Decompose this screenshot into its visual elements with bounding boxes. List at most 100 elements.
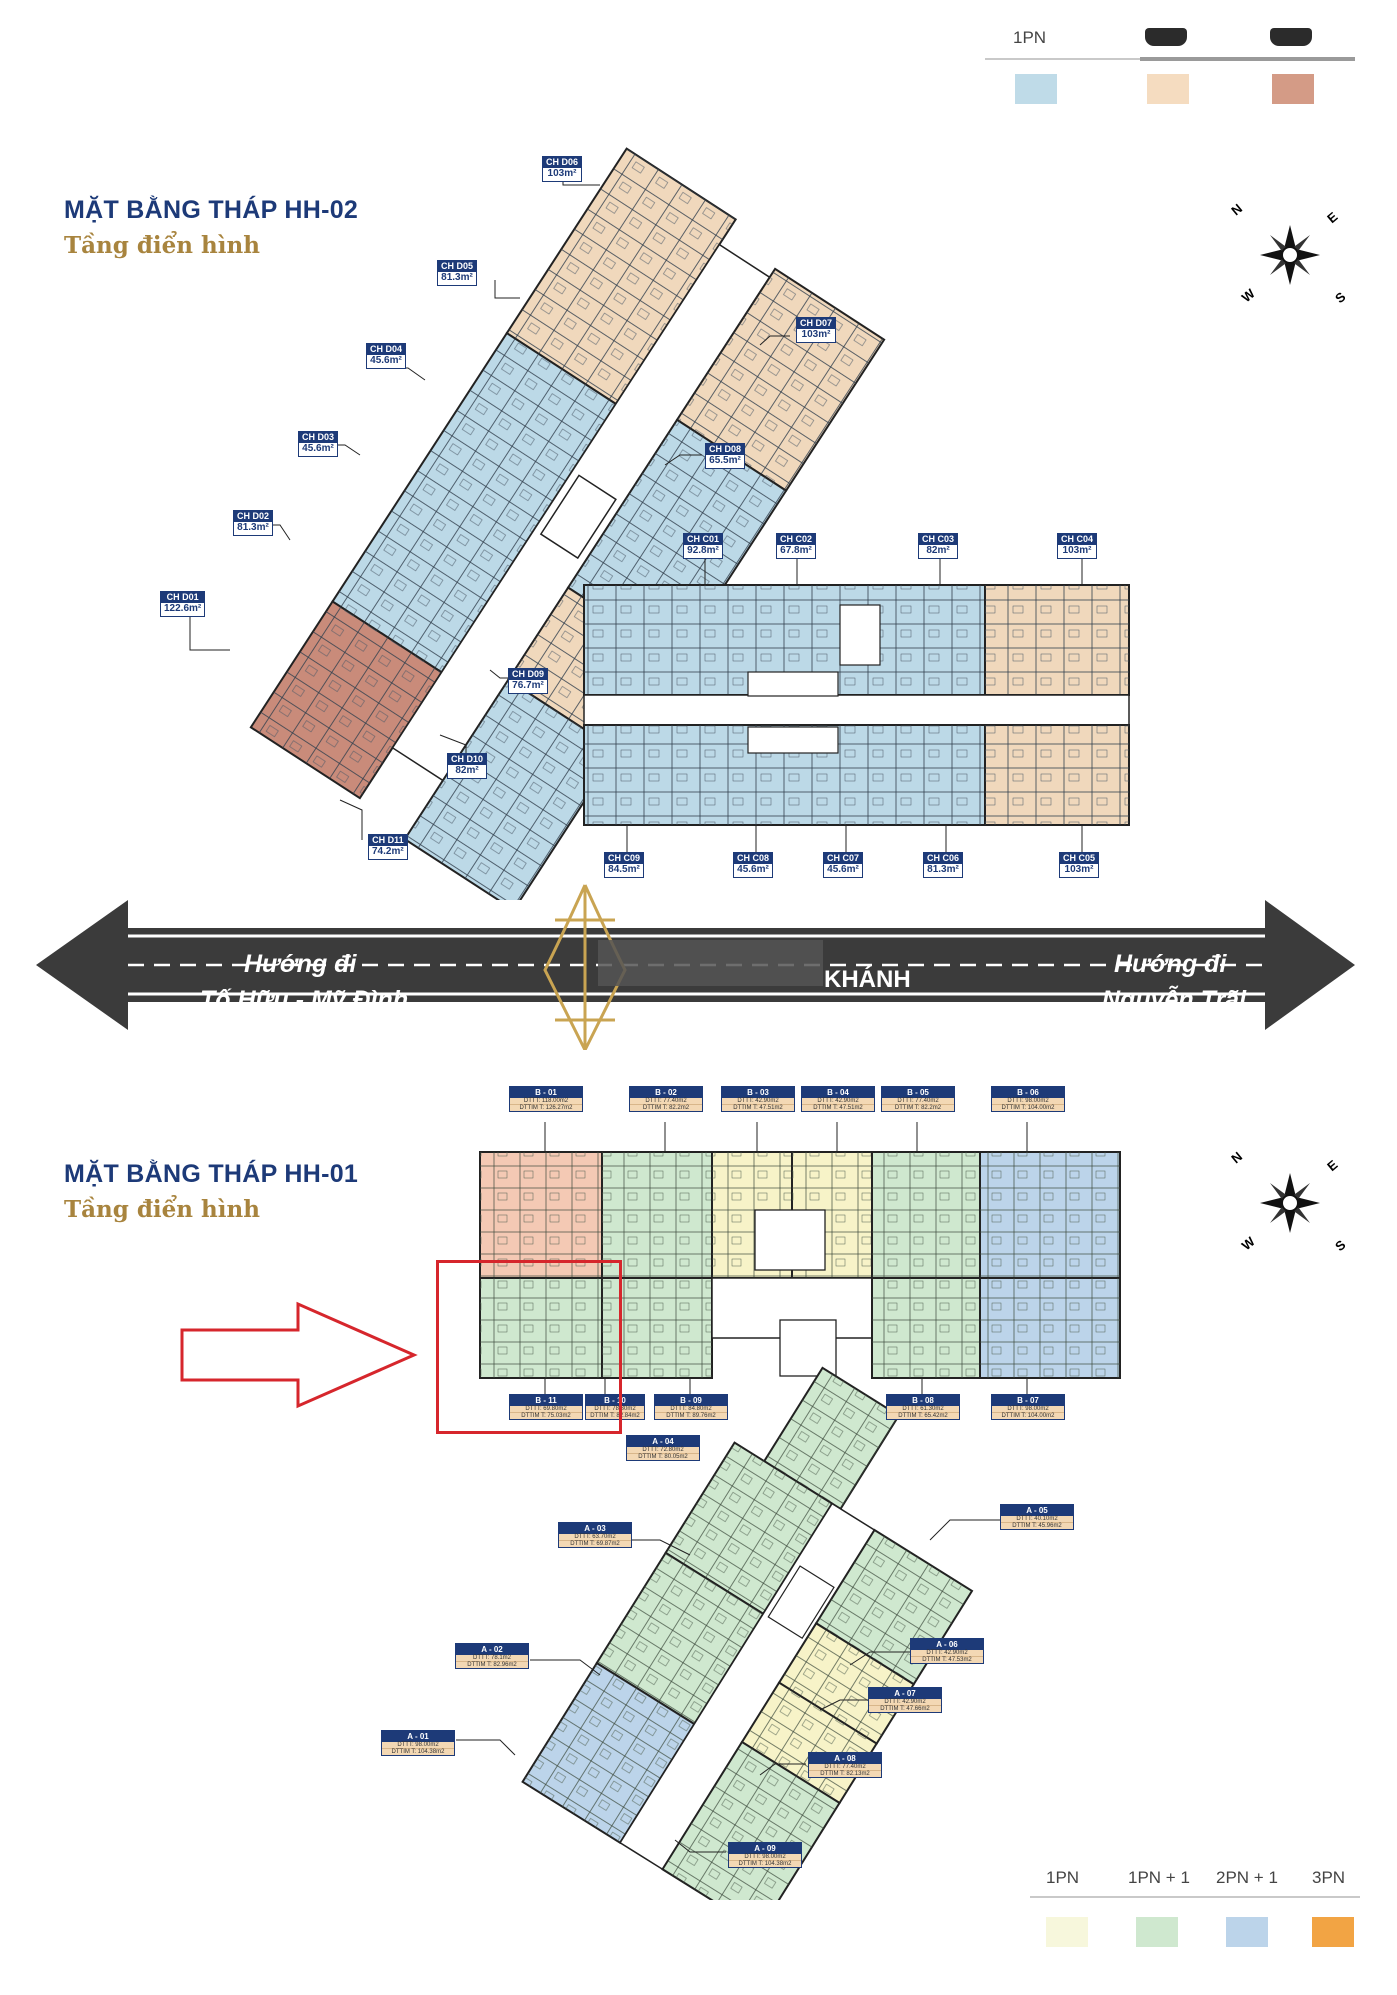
unit-code: CH D07 bbox=[797, 318, 836, 330]
legend-swatch-1pn bbox=[1015, 74, 1057, 104]
unit-dttt: DTTT: 77.40m2 bbox=[630, 1098, 702, 1105]
unit-area: 45.6m² bbox=[370, 355, 402, 367]
unit-dttimt: DTTIM T: 45.96m2 bbox=[1012, 1523, 1062, 1529]
road-center-name: KHÁNH bbox=[824, 966, 911, 993]
unit-dttimt: DTTIM T: 104.00m2 bbox=[1001, 1413, 1055, 1419]
unit-area: 81.3m² bbox=[237, 522, 269, 534]
unit-code: CH D02 bbox=[234, 511, 273, 523]
legend-rule bbox=[1030, 1896, 1360, 1898]
unit-area: 45.6m² bbox=[827, 864, 859, 876]
unit-code: B - 02 bbox=[630, 1087, 702, 1098]
legend-swatch-rose bbox=[1272, 74, 1314, 104]
legend-swatch-3pn bbox=[1312, 1917, 1354, 1947]
unit-code: A - 03 bbox=[559, 1523, 631, 1534]
legend-label-1pn: 1PN bbox=[1013, 28, 1047, 47]
unit-dttt: DTTT: 98.00m2 bbox=[992, 1098, 1064, 1105]
unit-dttimt: DTTIM T: 89.76m2 bbox=[666, 1413, 716, 1419]
unit-dttt: DTTT: 98.00m2 bbox=[992, 1406, 1064, 1413]
unit-dttt: DTTT: 98.00m2 bbox=[382, 1742, 454, 1749]
unit-code: CH C02 bbox=[777, 534, 816, 546]
unit-area: 122.6m² bbox=[164, 603, 202, 615]
hh02-leader-lines bbox=[189, 168, 1083, 852]
unit-code: CH C09 bbox=[605, 853, 644, 865]
unit-code: CH C01 bbox=[684, 534, 723, 546]
unit-area: 84.5m² bbox=[608, 864, 640, 876]
hh02-subtitle: Tầng điển hình bbox=[64, 232, 260, 259]
unit-dttt: DTTT: 98.00m2 bbox=[729, 1854, 801, 1861]
unit-code: B - 01 bbox=[510, 1087, 582, 1098]
unit-area: 81.3m² bbox=[927, 864, 959, 876]
unit-code: B - 03 bbox=[722, 1087, 794, 1098]
unit-code: B - 07 bbox=[992, 1395, 1064, 1406]
legend-label-1pn-plus-1: 1PN + 1 bbox=[1128, 1868, 1190, 1887]
bottom-legend: 1PN 1PN + 1 2PN + 1 3PN bbox=[1030, 1862, 1360, 1962]
unit-code: CH D11 bbox=[369, 835, 407, 847]
unit-dttimt: DTTIM T: 47.66m2 bbox=[880, 1706, 930, 1712]
unit-code: A - 09 bbox=[729, 1843, 801, 1854]
unit-dttt: DTTT: 42.90m2 bbox=[911, 1650, 983, 1657]
unit-dttimt: DTTIM T: 47.51m2 bbox=[733, 1105, 783, 1111]
unit-dttimt: DTTIM T: 82.2m2 bbox=[642, 1105, 690, 1111]
road-arrow bbox=[36, 884, 1355, 1050]
hh01-b-block bbox=[479, 1151, 1121, 1379]
unit-code: A - 08 bbox=[809, 1753, 881, 1764]
unit-code: B - 08 bbox=[887, 1395, 959, 1406]
unit-dttimt: DTTIM T: 47.51m2 bbox=[813, 1105, 863, 1111]
legend-label-1pn: 1PN bbox=[1046, 1868, 1080, 1887]
unit-area: 81.3m² bbox=[441, 272, 473, 284]
unit-dttt: DTTT: 40.10m2 bbox=[1001, 1516, 1073, 1523]
unit-code: CH C08 bbox=[734, 853, 773, 865]
compass-rose-icon: N E W S bbox=[1220, 1148, 1360, 1258]
hh01-floor-plan bbox=[456, 1122, 1121, 1900]
unit-area: 82m² bbox=[455, 765, 479, 777]
unit-area: 103m² bbox=[1062, 545, 1092, 557]
unit-code: CH C03 bbox=[919, 534, 958, 546]
road-left-direction-line2: Tố Hữu - Mỹ Đình bbox=[200, 986, 409, 1014]
unit-dttt: DTTT: 42.90m2 bbox=[802, 1098, 874, 1105]
unit-dttimt: DTTIM T: 80.05m2 bbox=[638, 1454, 688, 1460]
unit-code: B - 04 bbox=[802, 1087, 874, 1098]
road-left-direction-line1: Hướng đi bbox=[244, 950, 357, 978]
unit-dttt: DTTT: 118.00m2 bbox=[510, 1098, 582, 1105]
unit-code: B - 06 bbox=[992, 1087, 1064, 1098]
highlight-box bbox=[436, 1260, 622, 1434]
unit-dttimt: DTTIM T: 104.38m2 bbox=[391, 1749, 445, 1755]
unit-code: A - 04 bbox=[627, 1436, 699, 1447]
unit-area: 82m² bbox=[926, 545, 950, 557]
unit-dttimt: DTTIM T: 82.84m2 bbox=[590, 1413, 640, 1419]
legend-swatch-1pn bbox=[1046, 1917, 1088, 1947]
unit-dttimt: DTTIM T: 126.27m2 bbox=[519, 1105, 573, 1111]
legend-label-3pn: 3PN bbox=[1312, 1868, 1346, 1887]
legend-rule-accent bbox=[1140, 57, 1355, 61]
unit-area: 103m² bbox=[1064, 864, 1094, 876]
unit-code: B - 10 bbox=[586, 1395, 644, 1406]
unit-code: CH C05 bbox=[1060, 853, 1099, 865]
legend-swatch-beige bbox=[1147, 74, 1189, 104]
unit-dttt: DTTT: 77.40m2 bbox=[809, 1764, 881, 1771]
hh02-floor-plan bbox=[189, 147, 1130, 900]
hh02-title: MẶT BẰNG THÁP HH-02 bbox=[64, 196, 359, 224]
unit-code: CH D08 bbox=[706, 444, 745, 456]
unit-area: 103m² bbox=[801, 329, 831, 341]
unit-code: CH C06 bbox=[924, 853, 963, 865]
unit-dttimt: DTTIM T: 75.03m2 bbox=[521, 1413, 571, 1419]
